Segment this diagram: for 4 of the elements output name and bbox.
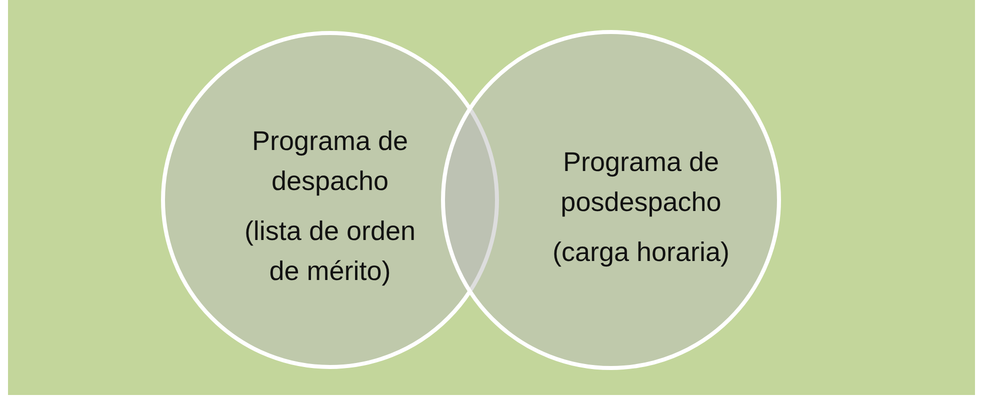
circle-subtext: (carga horaria) xyxy=(551,236,731,269)
circle-heading: Programa de despacho xyxy=(250,125,410,198)
circle-subtext: (lista de orden de mérito) xyxy=(243,215,417,288)
circle-heading: Programa de posdespacho xyxy=(560,146,722,219)
